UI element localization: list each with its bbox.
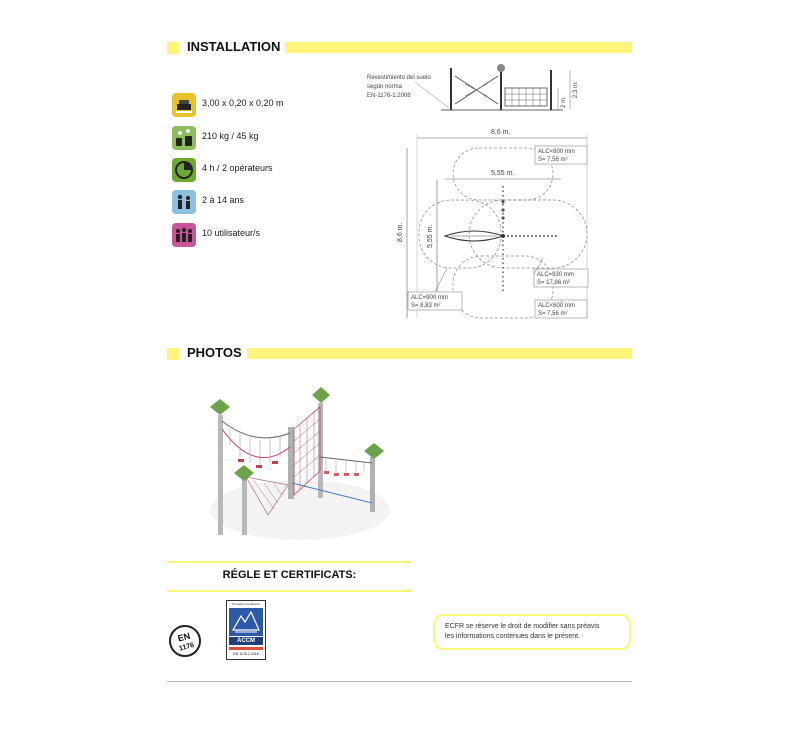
en1176-badge: EN 1176 (169, 625, 201, 657)
zone4-alc: ALC<600 mm (538, 303, 575, 309)
surface-note-2: según norma (367, 84, 403, 90)
zone1-s: S= 7,56 m² (538, 157, 568, 163)
age-icon (172, 190, 196, 214)
dimensions-icon (172, 93, 196, 117)
spec-weight-text: 210 kg / 45 kg (202, 131, 259, 141)
header-bar (285, 42, 632, 53)
product-photo (210, 387, 390, 540)
accm-emblem (229, 608, 263, 636)
width-total-label: 8,6 m. (491, 129, 511, 136)
spec-time-text: 4 h / 2 opérateurs (202, 163, 273, 173)
zone3-s: S= 8,83 m² (411, 303, 441, 309)
zone1-alc: ALC<600 mm (538, 149, 575, 155)
photos-title: PHOTOS (187, 345, 242, 360)
zone4-s: S= 7,56 m² (538, 311, 568, 317)
technical-diagram: Revestimiento del suelo según norma EN-1… (367, 64, 589, 319)
depth-total-label: 8,6 m. (397, 222, 404, 242)
cert-top-line (167, 561, 412, 563)
disclaimer-line2: les informations contenues dans le prése… (445, 633, 581, 640)
header-square (167, 348, 179, 360)
accm-certificate-logo: Producto Certificado ACCM EN 1176-1:2018 (226, 600, 266, 660)
footer-line (167, 681, 632, 682)
height-label-a: 2 m. (561, 96, 567, 108)
spec-users-text: 10 utilisateur/s (202, 228, 261, 238)
spec-dimensions-text: 3,00 x 0,20 x 0,20 m (202, 98, 284, 108)
header-bar (247, 348, 632, 359)
inner-depth-label: 5,55 m. (427, 225, 434, 248)
cert-bottom-line (167, 590, 412, 592)
users-icon (172, 223, 196, 247)
installation-title: INSTALLATION (187, 39, 281, 54)
accm-name: ACCM (229, 637, 263, 645)
disclaimer-box: ECFR se réserve le droit de modifier san… (433, 614, 631, 650)
inner-width-label: 5,55 m. (491, 170, 514, 177)
spec-age-text: 2 à 14 ans (202, 195, 245, 205)
certificates-title: RÉGLE ET CERTIFICATS: (222, 569, 357, 581)
accm-norm: EN 1176-1:2018 (233, 652, 259, 656)
surface-note-3: EN-1176-1:2008 (367, 93, 411, 99)
clock-icon (172, 158, 196, 182)
weight-icon (172, 126, 196, 150)
en-badge-line2: 1176 (178, 642, 195, 653)
accm-stripe (229, 647, 263, 650)
disclaimer-line1: ECFR se réserve le droit de modifier san… (445, 623, 600, 630)
zone3-alc: ALC=900 mm (411, 295, 448, 301)
surface-note-1: Revestimiento del suelo (367, 75, 431, 81)
height-label-b: 2,3 m. (573, 81, 579, 98)
zone2-s: S= 17,86 m² (537, 280, 570, 286)
accm-top-text: Producto Certificado (232, 602, 260, 606)
en-badge-line1: EN (177, 631, 192, 644)
header-square (167, 42, 179, 54)
zone2-alc: ALC=930 mm (537, 272, 574, 278)
